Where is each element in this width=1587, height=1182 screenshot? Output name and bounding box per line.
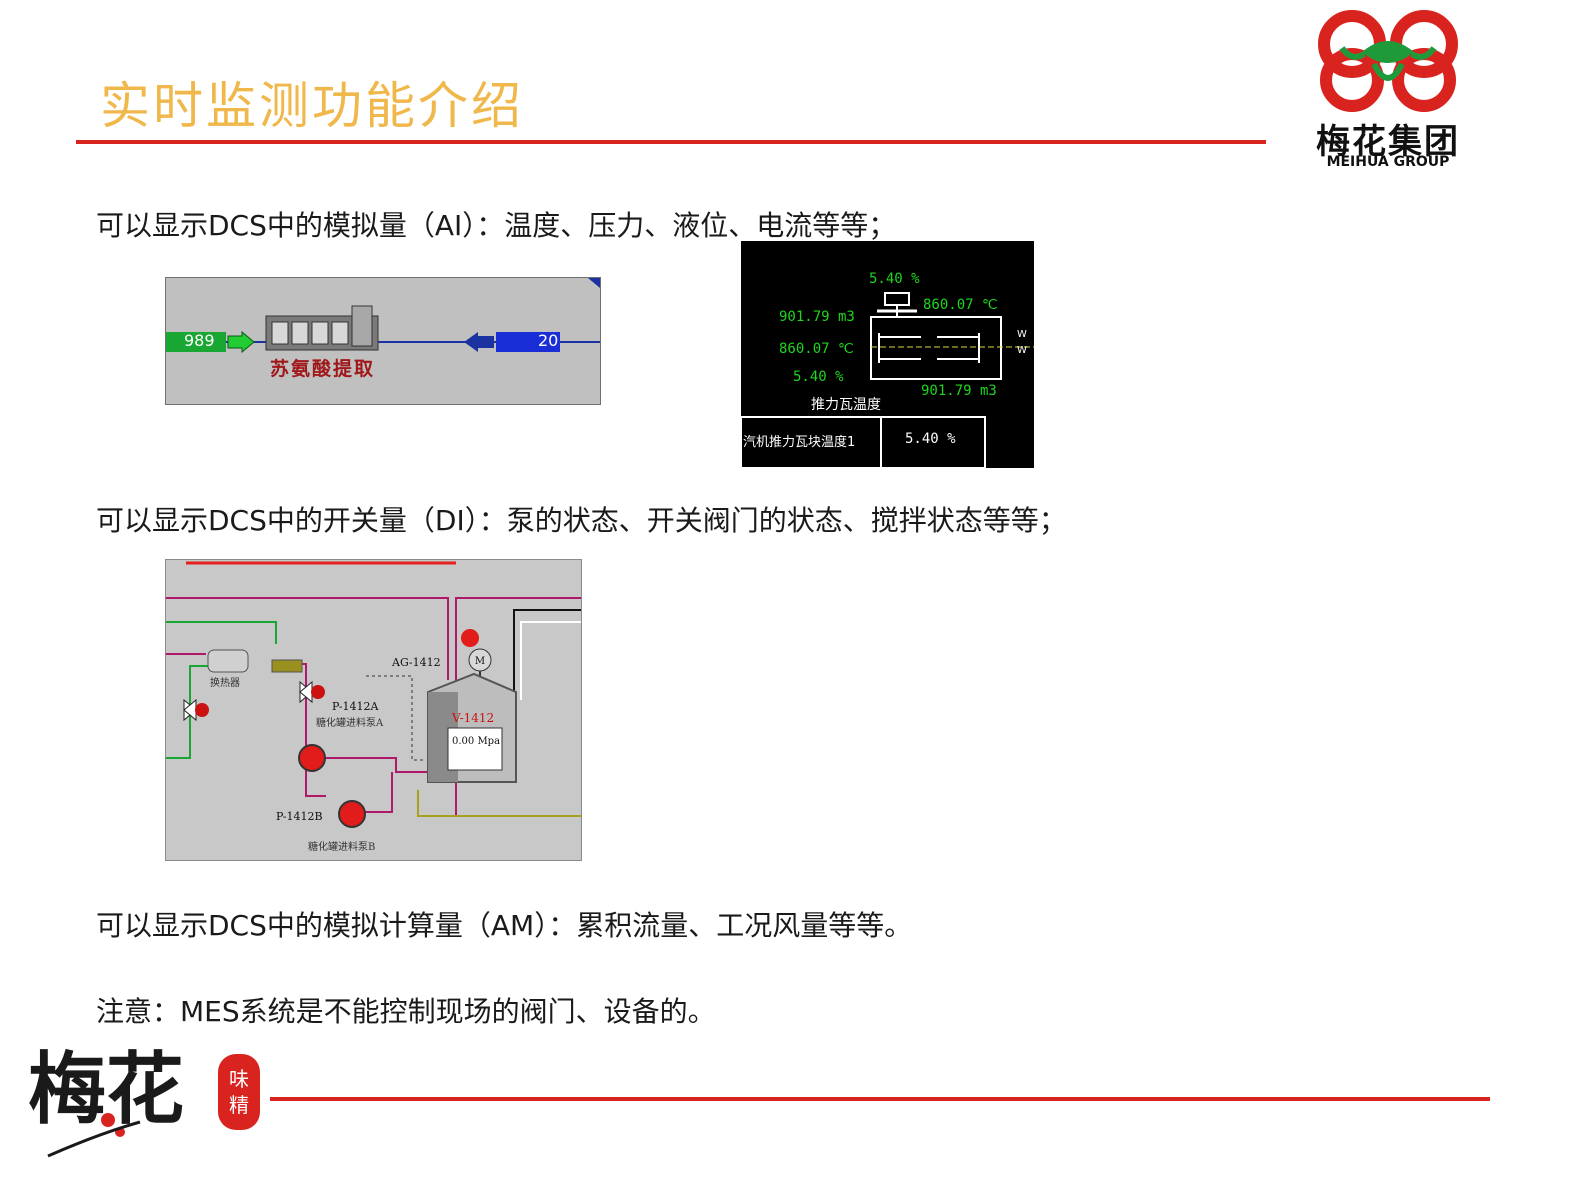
edge-mark-1: W [1017, 329, 1027, 340]
am-description: 可以显示DCS中的模拟计算量（AM）：累积流量、工况风量等等。 [96, 909, 913, 942]
note-text: 注意：MES系统是不能控制现场的阀门、设备的。 [96, 995, 716, 1028]
left-flow: 901.79 m3 [779, 309, 855, 325]
title-divider [76, 140, 1266, 144]
left-temperature: 860.07 ℃ [779, 341, 854, 357]
brush-art: 梅花 [28, 1044, 260, 1158]
heat-exchanger-label: 换热器 [210, 676, 240, 689]
logo-name-en: MEIHUA GROUP [1326, 154, 1450, 170]
pump-b-tag: P-1412B [276, 810, 323, 823]
edge-mark-2: W [1017, 345, 1027, 356]
dcs-screen-saccharification: AG-1412 M 换热器 P-1412A 糖化罐进料泵A P-1412B 糖化… [165, 559, 582, 861]
motor-symbol: M [475, 656, 485, 667]
return-value: 20 [538, 331, 559, 350]
right-temperature: 860.07 ℃ [923, 297, 998, 313]
footer-divider [270, 1097, 1490, 1101]
di-description: 可以显示DCS中的开关量（DI）：泵的状态、开关阀门的状态、搅拌状态等等； [96, 504, 1067, 537]
ai-description: 可以显示DCS中的模拟量（AI）：温度、压力、液位、电流等等； [96, 209, 897, 242]
page-title: 实时监测功能介绍 [100, 77, 524, 135]
saccharification-diagram [166, 561, 581, 828]
unit-label: 苏氨酸提取 [270, 358, 376, 380]
table-row-value: 5.40 % [905, 431, 956, 447]
right-flow: 901.79 m3 [921, 383, 997, 399]
pump-a-tag: P-1412A [332, 700, 380, 713]
plum-blossom-brush-logo: 梅花 味精 [28, 1036, 268, 1166]
left-percent: 5.40 % [793, 369, 844, 385]
pump-b-name: 糖化罐进料泵B [308, 840, 375, 853]
diagram-caption: 推力瓦温度 [811, 397, 881, 413]
top-percent: 5.40 % [869, 271, 920, 287]
dcs-screen-threonine: 989 20 苏氨酸提取 [165, 277, 601, 405]
agitator-tag: AG-1412 [391, 656, 441, 669]
threonine-diagram [166, 278, 600, 354]
seal-text: 味精 [229, 1067, 249, 1117]
table-row-label: 汽机推力瓦块温度1 [743, 435, 856, 450]
vessel-tag: V-1412 [451, 711, 494, 725]
inflow-value: 989 [184, 331, 215, 350]
thrust-bearing-diagram [741, 292, 1034, 468]
logo-emblem [1318, 10, 1458, 112]
meihua-logo: 梅花集团 MEIHUA GROUP [1312, 8, 1464, 170]
dcs-screen-thrust-bearing: 5.40 % 860.07 ℃ 901.79 m3 860.07 ℃ 5.40 … [741, 241, 1034, 468]
saccharification-labels: AG-1412 M 换热器 P-1412A 糖化罐进料泵A P-1412B 糖化… [210, 656, 500, 853]
vessel-pressure: 0.00 Mpa [452, 736, 500, 747]
pump-a-name: 糖化罐进料泵A [316, 716, 384, 729]
logo-name-cn: 梅花集团 [1316, 122, 1460, 162]
